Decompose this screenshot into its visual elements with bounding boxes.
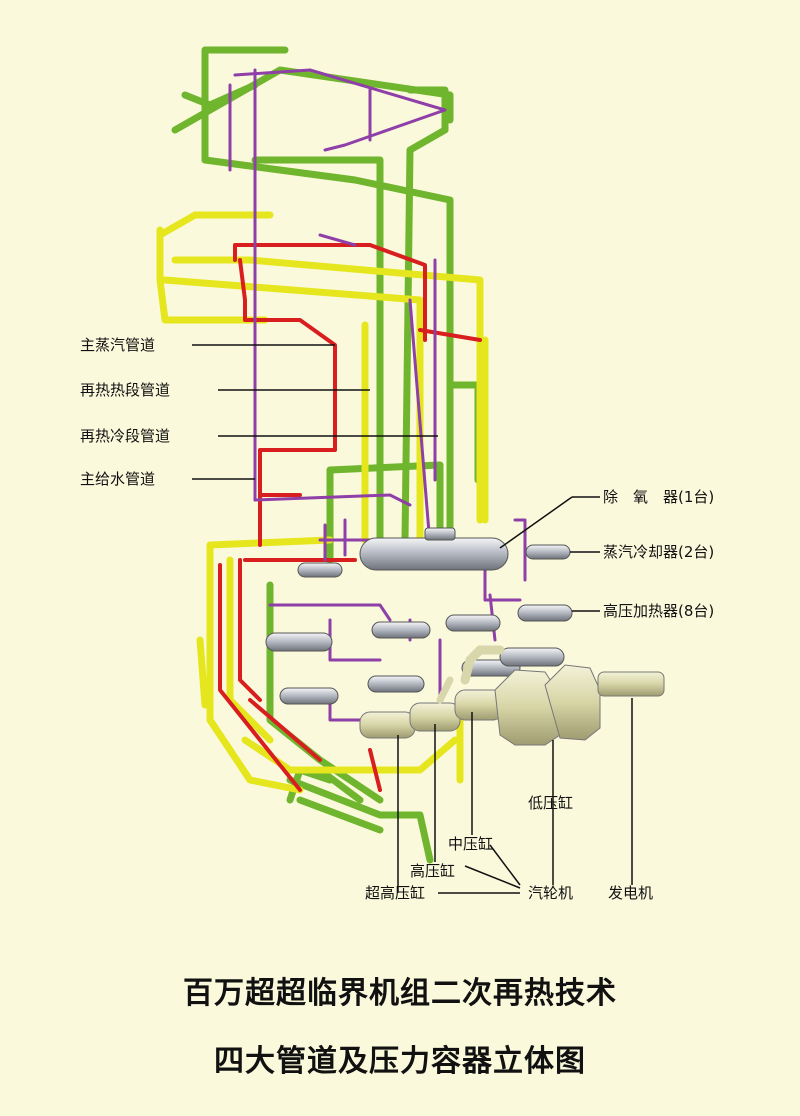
label-deaerator: 除 氧 器(1台) bbox=[603, 488, 714, 506]
pipeline-diagram: 主蒸汽管道 再热热段管道 再热冷段管道 主给水管道 除 氧 器(1台) 蒸汽冷却… bbox=[80, 46, 714, 902]
label-generator: 发电机 bbox=[608, 884, 653, 902]
label-turbine: 汽轮机 bbox=[528, 884, 573, 902]
label-hp-heater: 高压加热器(8台) bbox=[603, 602, 714, 620]
label-reheat-hot: 再热热段管道 bbox=[80, 381, 170, 399]
label-ip-cylinder: 中压缸 bbox=[448, 835, 493, 853]
title-line-2: 四大管道及压力容器立体图 bbox=[214, 1044, 586, 1079]
label-vhp-cylinder: 超高压缸 bbox=[365, 884, 425, 902]
label-lp-cylinder: 低压缸 bbox=[528, 794, 573, 812]
label-hp-cylinder: 高压缸 bbox=[410, 862, 455, 880]
generator-shape bbox=[597, 671, 665, 697]
label-main-steam: 主蒸汽管道 bbox=[80, 336, 155, 354]
title-line-1: 百万超超临界机组二次再热技术 bbox=[183, 976, 617, 1011]
vhp-cylinder-shape bbox=[359, 711, 416, 739]
turbine-assembly bbox=[359, 645, 665, 746]
steam-cooler-vessels bbox=[297, 544, 571, 578]
reheat-hot-pipes bbox=[156, 211, 489, 794]
deaerator-vessel bbox=[359, 527, 509, 571]
label-main-feedwater: 主给水管道 bbox=[80, 470, 155, 488]
lp-cylinder-b-shape bbox=[544, 664, 601, 741]
hp-heater-vessels bbox=[265, 604, 573, 705]
label-steam-cooler: 蒸汽冷却器(2台) bbox=[603, 543, 714, 561]
leader-lines bbox=[192, 344, 633, 894]
label-reheat-cold: 再热冷段管道 bbox=[80, 427, 170, 445]
main-feedwater-pipes bbox=[228, 68, 527, 722]
